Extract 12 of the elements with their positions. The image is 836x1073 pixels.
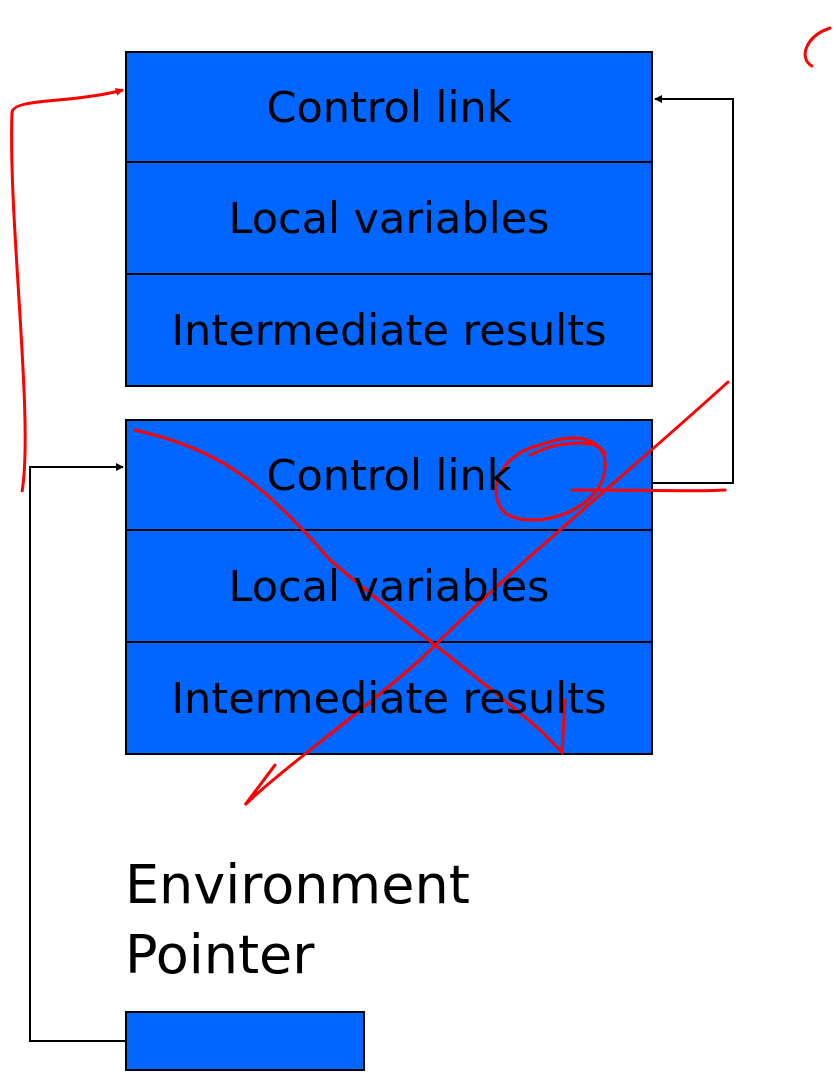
cell-label: Intermediate results <box>171 305 607 355</box>
arrow <box>10 87 124 493</box>
frame-cell <box>125 275 653 387</box>
frame-cell <box>125 51 653 163</box>
pointer-label: Environment Pointer <box>125 852 471 989</box>
frame-cell <box>125 531 653 643</box>
cell-label: Control link <box>266 82 512 132</box>
cell-label: Local variables <box>228 193 550 243</box>
arrow <box>652 95 734 484</box>
frame-cell <box>125 163 653 275</box>
frame-cell <box>125 419 653 531</box>
arrow <box>29 463 126 1042</box>
